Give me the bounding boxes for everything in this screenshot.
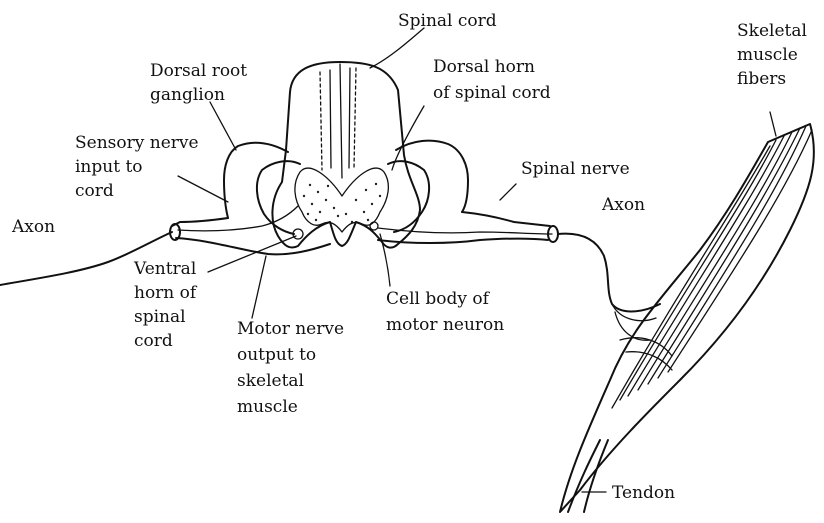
grey-matter-stipple	[303, 183, 381, 223]
left-dorsal-root	[224, 143, 288, 218]
dorsal-column-line-mid-right	[349, 68, 350, 168]
label-motor-nerve-2: output to	[237, 345, 316, 365]
label-dorsal-root-ganglion-2: ganglion	[150, 85, 225, 105]
dorsal-column-line-left	[320, 72, 322, 170]
label-cell-body-1: Cell body of	[386, 289, 491, 309]
right-nerve-trunk-upper	[462, 212, 550, 226]
label-ventral-horn-2: horn of	[134, 283, 198, 303]
right-nerve-roots	[370, 141, 558, 243]
leader-motor-nerve	[252, 256, 266, 318]
muscle-outline	[560, 124, 814, 512]
label-ventral-horn-3: spinal	[134, 307, 186, 327]
label-spinal-nerve: Spinal nerve	[521, 159, 630, 179]
label-dorsal-horn-1: Dorsal horn	[433, 57, 535, 77]
label-axon-right: Axon	[601, 195, 645, 215]
leader-sensory-nerve	[178, 176, 228, 202]
label-cell-body-2: motor neuron	[386, 315, 504, 335]
label-ventral-horn-4: cord	[134, 331, 173, 351]
left-ganglion-outer	[257, 161, 300, 234]
label-skeletal-muscle-2: muscle	[737, 45, 798, 65]
leader-spinal-cord	[370, 28, 424, 68]
right-dorsal-root	[396, 141, 468, 212]
left-nerve-trunk-upper	[172, 218, 228, 226]
leader-skeletal-muscle	[770, 112, 776, 136]
label-axon-left: Axon	[11, 217, 55, 237]
label-sensory-nerve-3: cord	[75, 181, 114, 201]
label-ventral-horn-1: Ventral	[133, 259, 196, 279]
label-dorsal-horn-2: of spinal cord	[433, 83, 551, 103]
skeletal-muscle	[560, 124, 814, 512]
label-skeletal-muscle-3: fibers	[737, 69, 786, 89]
label-spinal-cord: Spinal cord	[398, 11, 497, 31]
muscle-fibers	[612, 126, 812, 408]
label-tendon: Tendon	[612, 483, 675, 503]
label-motor-nerve-4: muscle	[237, 397, 298, 417]
label-sensory-nerve-2: input to	[75, 157, 143, 177]
label-motor-nerve-3: skeletal	[237, 371, 304, 391]
tendon-line-2	[584, 440, 608, 512]
label-motor-nerve-1: Motor nerve	[237, 319, 344, 339]
label-sensory-nerve-1: Sensory nerve	[75, 133, 199, 153]
motor-neuron-cell-body	[370, 222, 378, 230]
left-sensory-axon	[178, 206, 298, 231]
dorsal-column-line-mid-left	[330, 70, 331, 168]
dorsal-median-sulcus	[340, 64, 342, 178]
label-skeletal-muscle-1: Skeletal	[737, 21, 807, 41]
leader-dorsal-root-ganglion	[210, 102, 236, 150]
right-axon-line	[558, 234, 660, 312]
dorsal-column-line-right	[354, 68, 356, 168]
leader-spinal-nerve	[500, 184, 516, 200]
label-dorsal-root-ganglion-1: Dorsal root	[150, 61, 247, 81]
tendon	[568, 440, 608, 512]
left-nerve-trunk-lower	[176, 238, 330, 254]
